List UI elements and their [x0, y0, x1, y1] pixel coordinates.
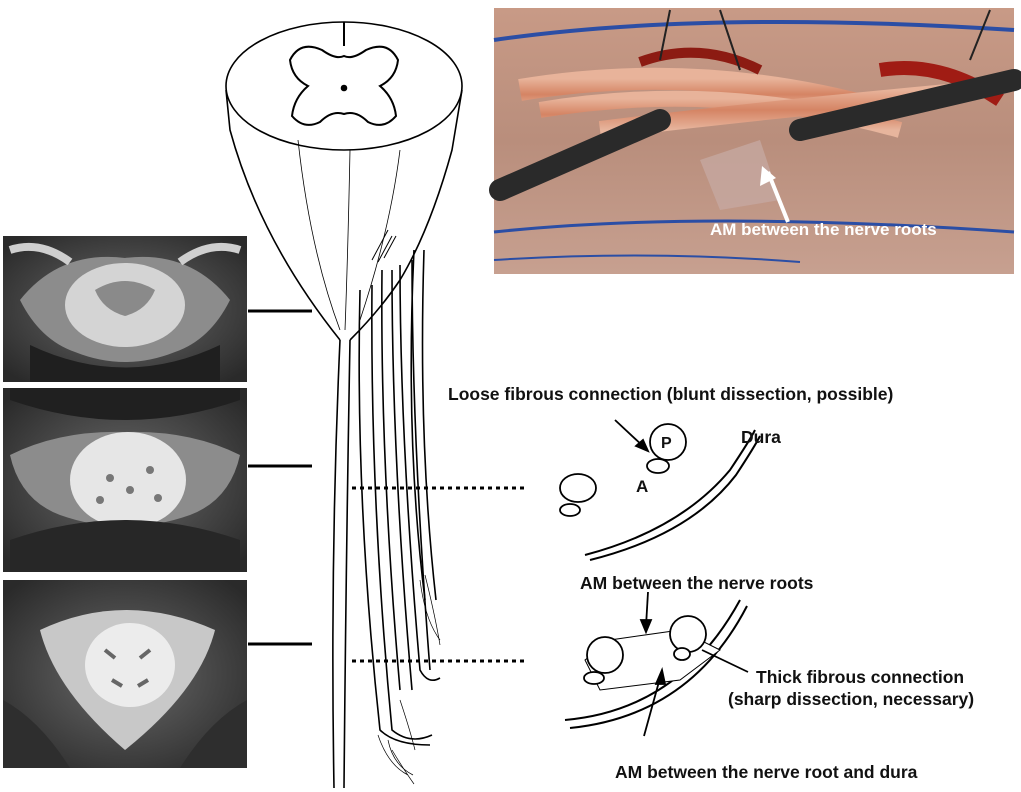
mri-panel-lower [3, 580, 247, 768]
label-a: A [636, 477, 648, 496]
label-dura: Dura [741, 427, 781, 447]
schematic-lower [565, 592, 748, 736]
label-loose-connection: Loose fibrous connection (blunt dissecti… [448, 384, 893, 404]
label-am-between-roots: AM between the nerve roots [580, 573, 814, 593]
label-am-root-dura: AM between the nerve root and dura [615, 762, 918, 782]
mri-panel-upper [3, 236, 247, 382]
mri-panel-middle [3, 388, 247, 572]
schematic-upper [560, 420, 760, 560]
surgical-photo: AM between the nerve roots [494, 8, 1014, 274]
label-p: P [661, 435, 672, 452]
spinal-cord-drawing [226, 22, 462, 788]
label-thick-connection: Thick fibrous connection [756, 667, 964, 687]
photo-caption: AM between the nerve roots [710, 220, 937, 239]
label-thick-connection-sub: (sharp dissection, necessary) [728, 689, 974, 709]
